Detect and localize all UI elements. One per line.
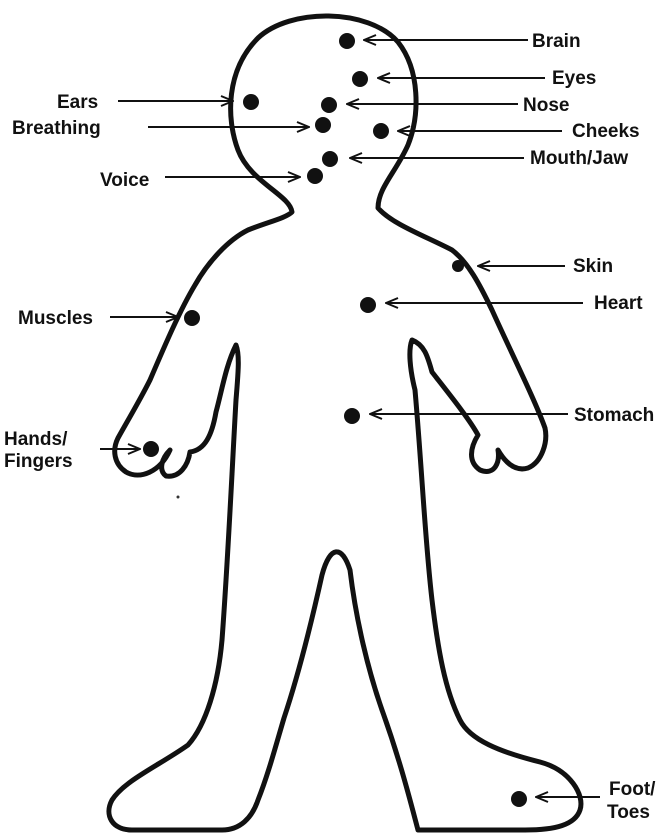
hands-label-line1: Hands/ — [4, 429, 68, 450]
skin-label: Skin — [573, 256, 613, 277]
body-outline — [109, 16, 581, 830]
heart-label: Heart — [594, 293, 643, 314]
hands-dot — [143, 441, 159, 457]
breathing-label: Breathing — [12, 118, 101, 139]
eyes-dot — [352, 71, 368, 87]
cheeks-label: Cheeks — [572, 121, 640, 142]
brain-dot — [339, 33, 355, 49]
brain-label: Brain — [532, 31, 581, 52]
breathing-dot — [315, 117, 331, 133]
hands-label-line2: Fingers — [4, 451, 73, 472]
stray-speck — [177, 496, 180, 499]
voice-dot — [307, 168, 323, 184]
eyes-label: Eyes — [552, 68, 596, 89]
mouth-jaw-dot — [322, 151, 338, 167]
ears-label: Ears — [57, 92, 98, 113]
skin-dot — [452, 260, 464, 272]
stomach-label: Stomach — [574, 405, 654, 426]
feet-label-line2: Toes — [607, 802, 650, 823]
ears-dot — [243, 94, 259, 110]
stomach-dot — [344, 408, 360, 424]
nose-dot — [321, 97, 337, 113]
nose-label: Nose — [523, 95, 569, 116]
heart-dot — [360, 297, 376, 313]
mouth-jaw-label: Mouth/Jaw — [530, 148, 628, 169]
feet-dot — [511, 791, 527, 807]
feet-label-line1: Foot/ — [609, 779, 656, 800]
voice-label: Voice — [100, 170, 149, 191]
muscles-dot — [184, 310, 200, 326]
cheeks-dot — [373, 123, 389, 139]
muscles-label: Muscles — [18, 308, 93, 329]
